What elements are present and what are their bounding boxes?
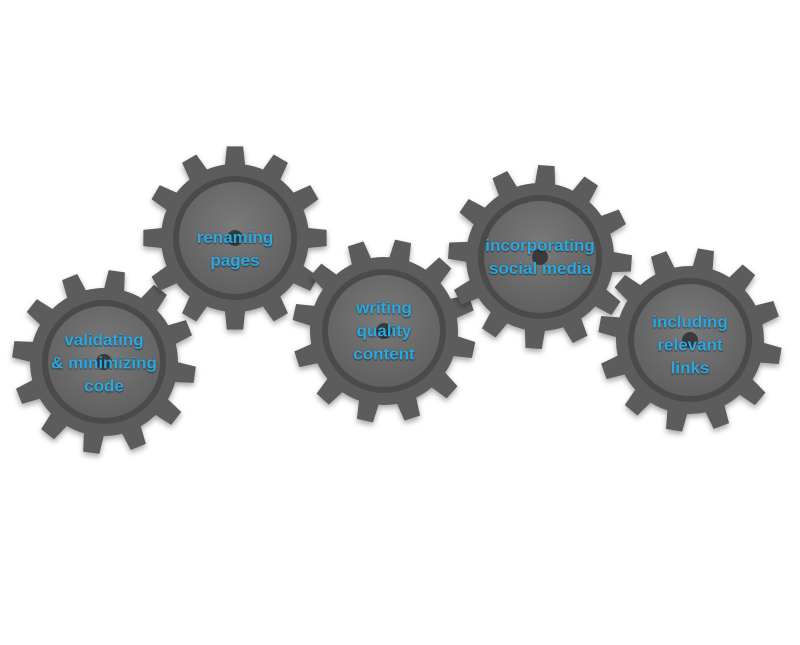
- gear-social: [448, 165, 632, 349]
- gear-axle: [376, 323, 392, 339]
- gear-renaming: [143, 146, 327, 330]
- gear-icon: [598, 248, 782, 432]
- gear-icon: [292, 239, 476, 423]
- gear-axle: [682, 332, 698, 348]
- gear-axle: [96, 354, 112, 370]
- gear-axle: [532, 249, 548, 265]
- gear-axle: [227, 230, 243, 246]
- gear-icon: [143, 146, 327, 330]
- gear-icon: [448, 165, 632, 349]
- gear-icon: [12, 270, 196, 454]
- gear-validating: [12, 270, 196, 454]
- gear-links: [598, 248, 782, 432]
- gear-writing: [292, 239, 476, 423]
